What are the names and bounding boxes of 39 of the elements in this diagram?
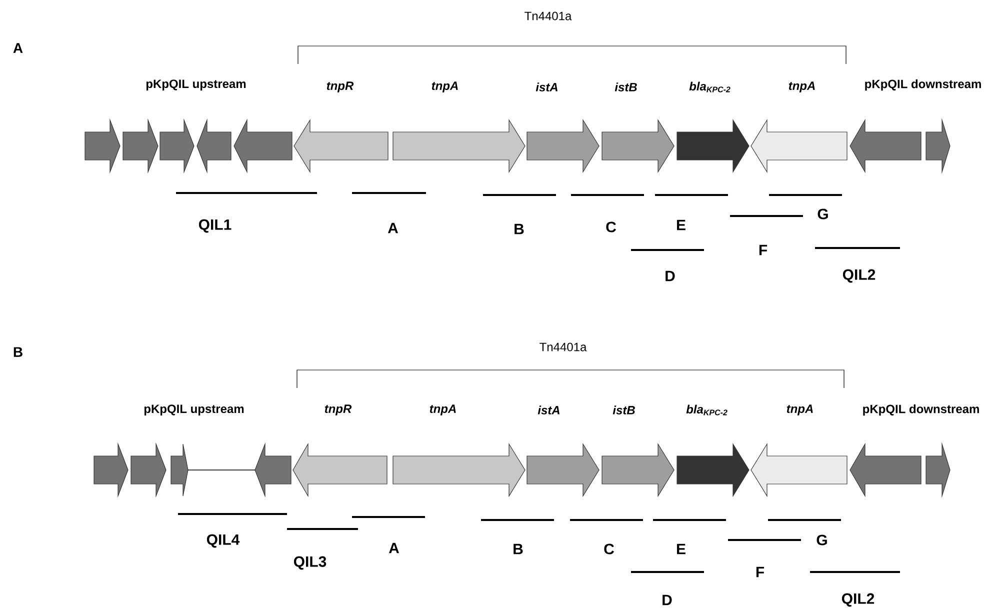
- amplicon-label: E: [677, 544, 686, 554]
- amplicon-label: QIL1: [198, 219, 232, 233]
- gene-label: istA: [536, 82, 558, 92]
- gene-label: tnpR: [326, 82, 354, 92]
- amplicon-label: F: [759, 244, 768, 256]
- gene-label: istA: [538, 406, 560, 414]
- amplicon-label: F: [756, 566, 764, 578]
- amplicon-label: QIL2: [842, 269, 876, 283]
- panel-label: A: [13, 43, 23, 53]
- amplicon-label: C: [604, 544, 614, 554]
- amplicon-label: D: [666, 270, 675, 282]
- region-label: pKpQIL upstream: [144, 404, 244, 416]
- gene-label: istB: [612, 406, 635, 414]
- gene-label: tnpA: [432, 82, 458, 92]
- gene-label: tnpA: [788, 82, 815, 92]
- transposon-label: Tn4401a: [540, 342, 587, 352]
- amplicon-label: QIL4: [206, 534, 240, 548]
- amplicon-label: G: [816, 534, 827, 546]
- amplicon-label: A: [388, 542, 400, 554]
- region-label: pKpQIL upstream: [146, 80, 246, 90]
- panel-label: B: [14, 347, 22, 357]
- region-label: pKpQIL downstream: [865, 79, 981, 91]
- amplicon-label: D: [662, 594, 672, 606]
- amplicon-label: B: [514, 544, 523, 554]
- amplicon-label: E: [677, 220, 686, 230]
- region-label: pKpQIL downstream: [863, 404, 979, 416]
- gene-label: istB: [614, 82, 637, 92]
- gene-label: bla$_{KPC-2}$: [689, 82, 730, 92]
- gene-label: tnpA: [430, 404, 456, 416]
- gene-label: tnpR: [324, 404, 352, 416]
- amplicon-label: QIL2: [842, 593, 874, 607]
- amplicon-label: B: [514, 224, 524, 234]
- amplicon-label: G: [818, 208, 828, 220]
- transposon-label: Tn4401a: [524, 12, 572, 20]
- amplicon-label: QIL3: [294, 556, 326, 570]
- amplicon-label: A: [388, 222, 398, 234]
- amplicon-label: C: [606, 222, 616, 232]
- gene-label: bla$_{KPC-2}$: [686, 404, 728, 416]
- gene-label: tnpA: [786, 404, 813, 416]
